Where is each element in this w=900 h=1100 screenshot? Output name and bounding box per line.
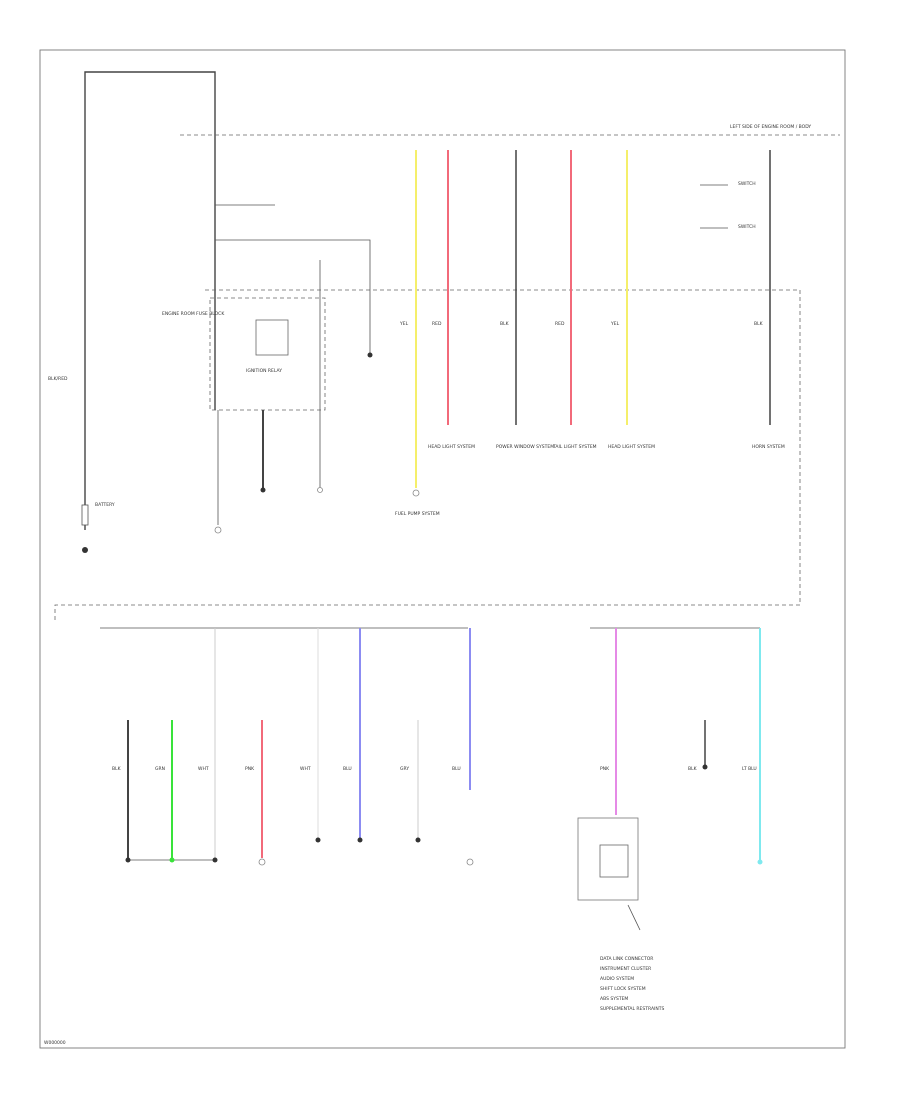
- footer-text-1: DATA LINK CONNECTOR: [600, 956, 653, 962]
- bottom-fuse-wire-4: PNK: [245, 766, 255, 772]
- top-fuse-dest-6: HORN SYSTEM: [752, 444, 785, 450]
- battery-terminal: [82, 547, 88, 553]
- relay-box: [255, 319, 289, 356]
- right-bottom-terminal-3: [757, 859, 763, 865]
- ground-terminal-2: [260, 487, 266, 493]
- top-fuse-ground-1: [412, 489, 420, 497]
- right-bottom-terminal-2: [702, 764, 708, 770]
- top-fuse-dest-5: HEAD LIGHT SYSTEM: [608, 444, 655, 450]
- bottom-fuse-wire-2: GRN: [155, 766, 165, 772]
- top-fuse-columns: [415, 150, 771, 488]
- ground-terminal-1: [367, 352, 373, 358]
- ground-symbol-1: [214, 526, 222, 534]
- relay-label: IGNITION RELAY: [246, 368, 282, 374]
- footer-text-6: SUPPLEMENTAL RESTRAINTS: [600, 1006, 664, 1012]
- bottom-terminal-6: [357, 837, 363, 843]
- switch-label-1: SWITCH: [738, 181, 756, 187]
- top-fuse-dest-2: HEAD LIGHT SYSTEM: [428, 444, 475, 450]
- top-fuse-wire-2: RED: [432, 321, 442, 327]
- top-fuse-dest-4: TAIL LIGHT SYSTEM: [552, 444, 597, 450]
- footer-text-5: ABS SYSTEM: [600, 996, 628, 1002]
- battery-body: [81, 504, 89, 526]
- fuse-block-label: ENGINE ROOM FUSE BLOCK: [162, 311, 225, 317]
- battery-wire-label: BLK/RED: [48, 376, 68, 382]
- battery-label: BATTERY: [95, 502, 115, 508]
- footer-text-2: INSTRUMENT CLUSTER: [600, 966, 651, 972]
- corner-ref: W000000: [44, 1040, 66, 1046]
- bottom-fuse-wire-5: WHT: [300, 766, 311, 772]
- bottom-fuse-wire-6: BLU: [343, 766, 352, 772]
- top-fuse-wire-4: RED: [555, 321, 565, 327]
- top-fuse-dest-1: FUEL PUMP SYSTEM: [395, 511, 440, 517]
- device-frame: [577, 817, 639, 901]
- bottom-ground-8: [466, 858, 474, 866]
- ground-symbol-3: [317, 487, 323, 493]
- bottom-terminal-2: [169, 857, 175, 863]
- top-fuse-wire-6: BLK: [754, 321, 764, 327]
- top-fuse-dest-3: POWER WINDOW SYSTEM: [496, 444, 554, 450]
- top-fuse-wire-5: YEL: [610, 321, 620, 327]
- right-bottom-wire-2: BLK: [688, 766, 698, 772]
- footer-text-3: AUDIO SYSTEM: [600, 976, 634, 982]
- branch-wire-2: [215, 239, 371, 355]
- right-bottom-wire-1: PNK: [600, 766, 610, 772]
- battery-feed-wire: [84, 71, 216, 530]
- fuse-block-box: [209, 297, 326, 411]
- top-fuse-wire-3: BLK: [500, 321, 510, 327]
- bottom-fuse-wire-7: GRY: [400, 766, 409, 772]
- bottom-fuse-wire-8: BLU: [452, 766, 461, 772]
- switch-label-2: SWITCH: [738, 224, 756, 230]
- top-fuse-wire-1: YEL: [399, 321, 409, 327]
- outer-frame: [39, 49, 846, 1049]
- bottom-terminal-1: [125, 857, 131, 863]
- device-output-wire: [627, 904, 641, 931]
- bottom-fuse-wire-3: WHT: [198, 766, 209, 772]
- bottom-terminal-3: [212, 857, 218, 863]
- bottom-terminal-5: [315, 837, 321, 843]
- bottom-ground-4: [258, 858, 266, 866]
- fuse-block-boundary: [54, 289, 801, 620]
- right-bottom-wire-3: LT BLU: [742, 766, 757, 772]
- device-body: [599, 844, 629, 878]
- bottom-fuse-wire-1: BLK: [112, 766, 122, 772]
- footer-text-4: SHIFT LOCK SYSTEM: [600, 986, 646, 992]
- bottom-fuse-columns: [127, 628, 471, 860]
- bottom-terminal-7: [415, 837, 421, 843]
- engine-room-label: LEFT SIDE OF ENGINE ROOM / BODY: [730, 124, 811, 130]
